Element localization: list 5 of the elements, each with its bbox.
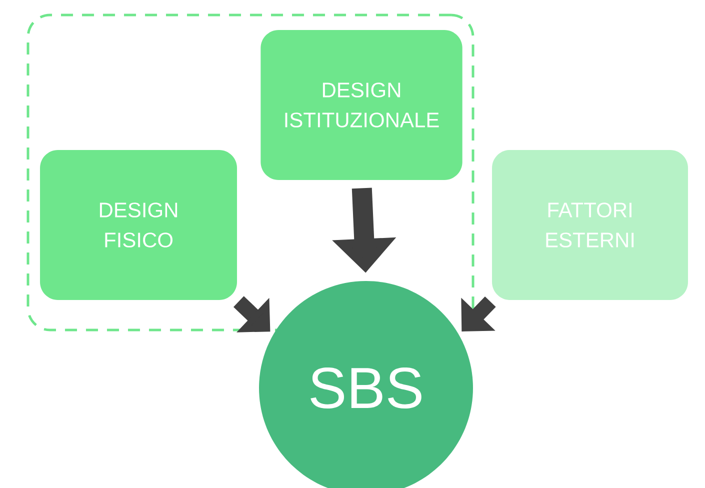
process-box: DESIGN ISTITUZIONALE (260, 30, 462, 180)
process-box: DESIGN FISICO (40, 150, 237, 300)
arrow (461, 296, 496, 332)
process-box: FATTORI ESTERNI (492, 150, 688, 300)
arrow (233, 296, 270, 332)
